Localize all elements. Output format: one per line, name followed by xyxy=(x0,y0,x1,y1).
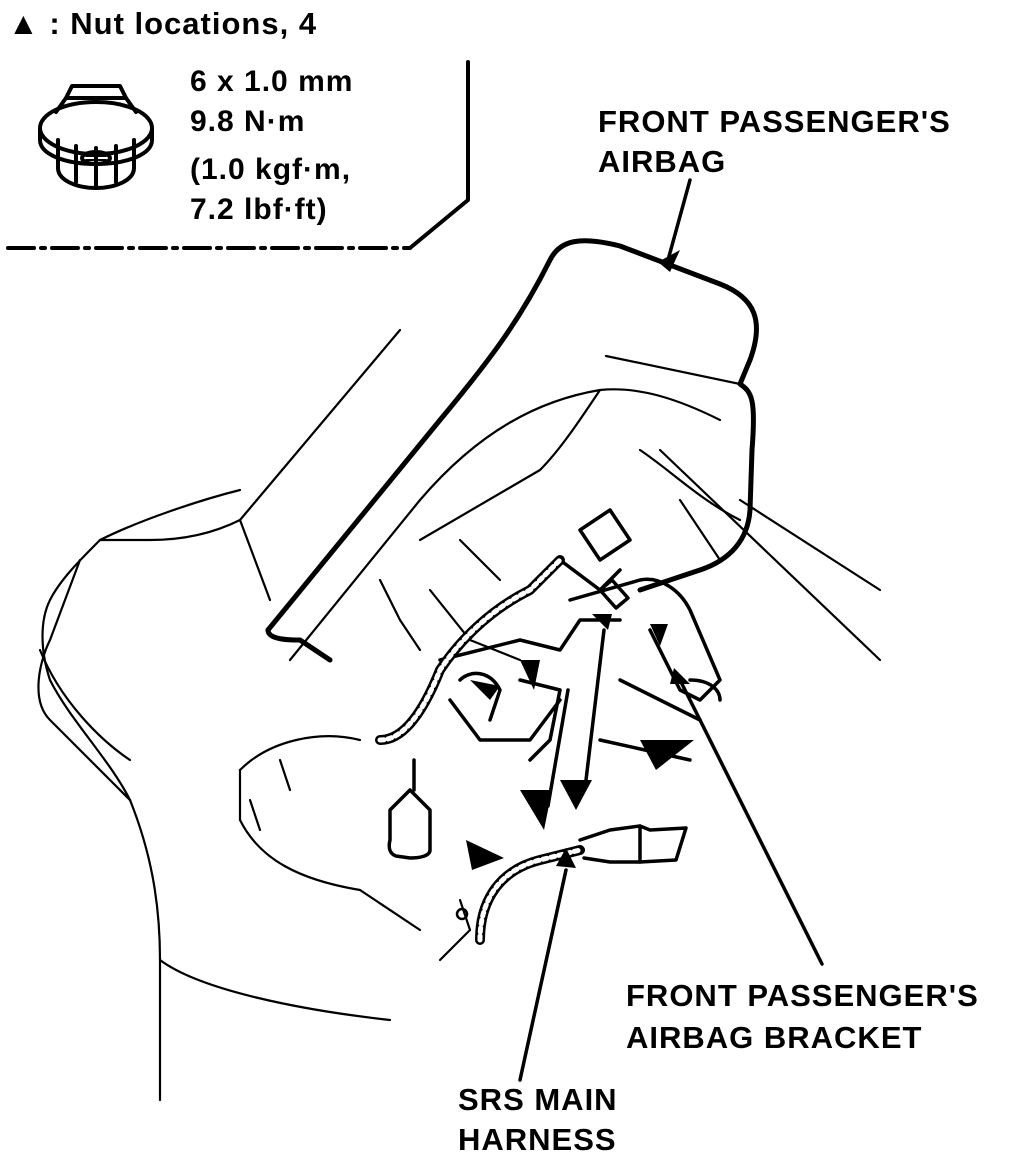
bracket-label-line2: AIRBAG BRACKET xyxy=(626,1020,923,1055)
connector-harness-end xyxy=(578,824,688,864)
airbag-bracket xyxy=(438,577,722,762)
legend: ▲ : Nut locations, 4 xyxy=(8,4,317,44)
spec-torque-nm: 9.8 N·m xyxy=(190,105,306,138)
harness-leader xyxy=(518,868,568,1082)
airbag-leader xyxy=(666,178,692,262)
nut-marker-1 xyxy=(520,790,552,830)
triangle-marker-icon: ▲ xyxy=(8,6,40,41)
connector-upper xyxy=(558,508,632,610)
dashboard-outline xyxy=(37,328,422,1102)
airbag-inner-contours xyxy=(288,354,882,662)
harness-label-line1: SRS MAIN xyxy=(458,1082,618,1117)
nut-marker-6 xyxy=(650,624,668,646)
nut-marker-8 xyxy=(470,680,500,700)
nut-marker-7 xyxy=(520,660,540,690)
bracket-label-line1: FRONT PASSENGER'S xyxy=(626,978,979,1013)
srs-main-harness-wire xyxy=(438,845,585,962)
bracket-leader xyxy=(678,678,824,966)
airbag-label-line2: AIRBAG xyxy=(598,144,727,179)
arrowheads xyxy=(556,250,690,868)
spec-box-border xyxy=(6,60,470,250)
spec-torque-lbf: 7.2 lbf·ft) xyxy=(190,193,328,226)
nut-marker-3 xyxy=(640,740,694,770)
marker-leader-1 xyxy=(546,688,570,808)
nut-marker-5 xyxy=(592,614,612,630)
spec-torque-kgf: (1.0 kgf·m, xyxy=(190,153,352,186)
airbag-label-line1: FRONT PASSENGER'S xyxy=(598,104,951,139)
flange-nut-icon xyxy=(38,84,154,190)
leader-lines xyxy=(518,178,824,1082)
spec-size: 6 x 1.0 mm xyxy=(190,65,354,98)
harness-label-line2: HARNESS xyxy=(458,1122,617,1157)
nut-marker-4 xyxy=(466,840,504,870)
connector-lower-left xyxy=(387,758,432,860)
marker-leader-2 xyxy=(584,628,606,782)
airbag-wire-harness xyxy=(375,555,565,745)
nut-marker-2 xyxy=(560,780,592,810)
airbag-housing xyxy=(265,238,759,663)
triangle-marker-icon xyxy=(466,614,694,870)
legend-text: : Nut locations, 4 xyxy=(49,6,318,41)
